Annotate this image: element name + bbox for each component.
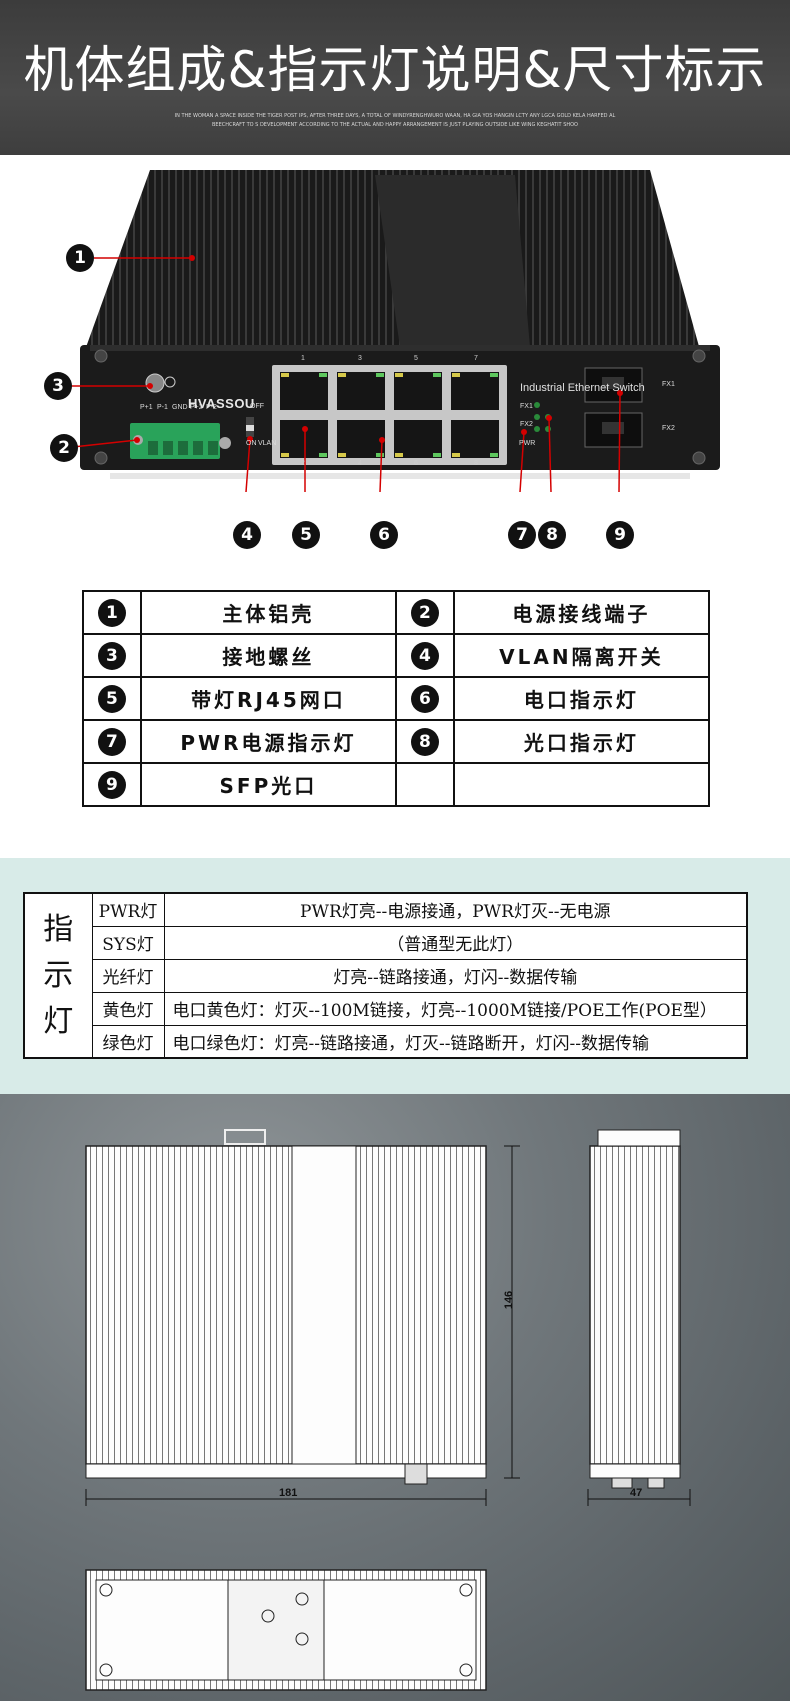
table-row: 指示灯 PWR灯 PWR灯亮--电源接通，PWR灯灭--无电源 [23, 892, 748, 1059]
top-view [85, 1569, 487, 1691]
dimension-height: 146 [503, 1290, 516, 1310]
indicator-section: 指示灯 PWR灯 PWR灯亮--电源接通，PWR灯灭--无电源 SYS灯 （普通… [0, 858, 790, 1094]
callout-badge-7: 7 [508, 521, 536, 549]
indicator-desc: （普通型无此灯） [163, 925, 748, 960]
callout-badge-4: 4 [233, 521, 261, 549]
indicator-name: 绿色灯 [91, 1024, 165, 1059]
callout-badge-3: 3 [44, 372, 72, 400]
legend-num: 9 [97, 770, 126, 799]
center-plate [375, 175, 530, 347]
legend-text: 电口指示灯 [452, 676, 711, 721]
legend-text: SFP光口 [139, 762, 397, 807]
callout-badge-5: 5 [292, 521, 320, 549]
device-model-text: Industrial Ethernet Switch [520, 382, 645, 394]
port-number: 6 [414, 460, 418, 467]
legend-num: 5 [97, 684, 126, 713]
port-number: 2 [301, 460, 305, 467]
legend-empty-cell [452, 762, 711, 807]
indicator-side-text: 指示灯 [43, 911, 74, 1039]
table-row: 光纤灯 灯亮--链路接通，灯闪--数据传输 [24, 958, 748, 993]
component-legend-table: 1 主体铝壳 2 电源接线端子 3 接地螺丝 4 VLAN隔离开关 5 带灯RJ… [82, 590, 711, 807]
indicator-desc: 电口黄色灯：灯灭--100M链接，灯亮--1000M链接/POE工作(POE型） [163, 991, 748, 1026]
legend-num: 7 [97, 727, 126, 756]
table-row: 1 主体铝壳 2 电源接线端子 [82, 590, 711, 635]
led-fx2-label: FX2 [520, 421, 533, 428]
ground-screw [145, 373, 165, 393]
indicator-name: SYS灯 [91, 925, 165, 960]
port-number: 1 [301, 355, 305, 362]
rj45-port-block [272, 365, 507, 465]
indicator-name: 光纤灯 [91, 958, 165, 993]
legend-num: 1 [97, 598, 126, 627]
legend-text: 带灯RJ45网口 [139, 676, 397, 721]
device-brand: HVASSOU [188, 396, 255, 411]
port-number: 8 [474, 460, 478, 467]
indicator-table: 指示灯 PWR灯 PWR灯亮--电源接通，PWR灯灭--无电源 SYS灯 （普通… [23, 892, 748, 1059]
indicator-desc: 电口绿色灯：灯亮--链路接通，灯灭--链路断开，灯闪--数据传输 [163, 1024, 748, 1059]
header-banner: 机体组成&指示灯说明&尺寸标示 IN THE WOMAN A SPACE INS… [0, 0, 790, 155]
table-row: 7 PWR电源指示灯 8 光口指示灯 [82, 719, 711, 764]
indicator-desc: 灯亮--链路接通，灯闪--数据传输 [163, 958, 748, 993]
legend-text: PWR电源指示灯 [139, 719, 397, 764]
legend-text: 接地螺丝 [139, 633, 397, 678]
page-title: 机体组成&指示灯说明&尺寸标示 [23, 41, 767, 99]
vlan-off-label: OFF [250, 403, 264, 410]
table-row: 黄色灯 电口黄色灯：灯灭--100M链接，灯亮--1000M链接/POE工作(P… [24, 991, 748, 1026]
page-subtitle: IN THE WOMAN A SPACE INSIDE THE TIGER PO… [174, 113, 616, 128]
port-number: 3 [358, 355, 362, 362]
terminal-label: GND [172, 404, 188, 411]
legend-text: 光口指示灯 [452, 719, 711, 764]
callout-lines [63, 257, 621, 493]
legend-text: 电源接线端子 [452, 590, 711, 635]
table-row: 5 带灯RJ45网口 6 电口指示灯 [82, 676, 711, 721]
legend-text: VLAN隔离开关 [452, 633, 711, 678]
legend-num: 4 [410, 641, 439, 670]
port-number: 7 [474, 355, 478, 362]
table-row: SYS灯 （普通型无此灯） [24, 925, 748, 960]
callout-badge-9: 9 [606, 521, 634, 549]
terminal-label: P+2 [190, 404, 203, 411]
dimension-depth: 47 [630, 1487, 643, 1499]
indicator-name: 黄色灯 [91, 991, 165, 1026]
port-number: 5 [414, 355, 418, 362]
legend-num: 3 [97, 641, 126, 670]
table-row: 3 接地螺丝 4 VLAN隔离开关 [82, 633, 711, 678]
dimension-width: 181 [279, 1487, 298, 1499]
front-view [85, 1129, 520, 1506]
legend-num: 6 [410, 684, 439, 713]
sfp-fx1-label: FX1 [662, 381, 675, 388]
legend-text: 主体铝壳 [139, 590, 397, 635]
callout-badge-1: 1 [66, 244, 94, 272]
indicator-name: PWR灯 [91, 892, 165, 927]
side-view [587, 1129, 691, 1506]
indicator-desc: PWR灯亮--电源接通，PWR灯灭--无电源 [163, 892, 748, 927]
legend-num: 8 [410, 727, 439, 756]
terminal-label: P-1 [157, 404, 168, 411]
legend-empty-cell [394, 762, 455, 807]
device-illustration [63, 170, 720, 493]
led-fx1-label: FX1 [520, 403, 533, 410]
dimension-drawing-section: 181 146 47 [0, 1094, 790, 1701]
table-row: 绿色灯 电口绿色灯：灯亮--链路接通，灯灭--链路断开，灯闪--数据传输 [24, 1024, 748, 1059]
sfp-fx2-label: FX2 [662, 425, 675, 432]
power-terminal [130, 423, 220, 459]
led-pwr-label: PWR [519, 440, 536, 447]
terminal-label: P+1 [140, 404, 153, 411]
callout-badge-8: 8 [538, 521, 566, 549]
vlan-on-label: ON [246, 440, 257, 447]
port-number: 4 [358, 460, 362, 467]
terminal-label: P-2 [206, 404, 217, 411]
callout-badge-2: 2 [50, 434, 78, 462]
device-photo: HVASSOU Industrial Ethernet Switch P+1 P… [0, 155, 790, 575]
legend-num: 2 [410, 598, 439, 627]
indicator-side-label: 指示灯 [23, 892, 93, 1059]
table-row: 9 SFP光口 [82, 762, 711, 807]
callout-badge-6: 6 [370, 521, 398, 549]
vlan-label: VLAN [258, 440, 277, 447]
dimension-drawing [85, 1129, 691, 1691]
